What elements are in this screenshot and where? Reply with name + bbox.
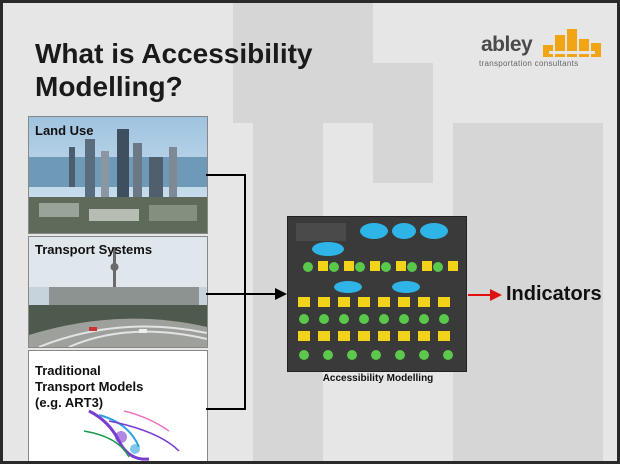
- logo-tagline: transportation consultants: [479, 59, 579, 68]
- background-block: [233, 3, 373, 123]
- slide: What is Accessibility Modelling? abley t…: [3, 3, 617, 461]
- background-block: [373, 63, 433, 183]
- land-use-panel: Land Use: [28, 116, 208, 234]
- arrow-head-icon: [275, 288, 287, 300]
- traditional-models-panel: Traditional Transport Models (e.g. ART3): [28, 350, 208, 461]
- network-map-plot: [83, 409, 180, 461]
- output-arrow-icon: [468, 289, 502, 301]
- accessibility-modelling-caption: Accessibility Modelling: [322, 373, 434, 384]
- accessibility-modelling-diagram: [287, 216, 467, 372]
- connector-line: [206, 174, 246, 176]
- background-block: [453, 123, 603, 461]
- logo-wordmark: abley: [481, 33, 533, 56]
- motorway-photo: [29, 237, 207, 347]
- slide-title: What is Accessibility Modelling?: [35, 38, 313, 102]
- transport-systems-label: Transport Systems: [35, 242, 153, 257]
- transport-systems-panel: Transport Systems: [28, 236, 208, 348]
- traditional-models-label: Traditional Transport Models (e.g. ART3): [35, 363, 144, 410]
- city-skyline-photo: [29, 117, 207, 233]
- connector-line: [244, 174, 246, 410]
- abley-logo: abley transportation consultants: [479, 29, 607, 69]
- land-use-label: Land Use: [35, 123, 94, 138]
- logo-bars-icon: [543, 29, 601, 57]
- connector-line: [206, 293, 278, 295]
- connector-line: [206, 408, 246, 410]
- indicators-label: Indicators: [506, 283, 602, 305]
- flowchart-thumbnail: [296, 223, 458, 360]
